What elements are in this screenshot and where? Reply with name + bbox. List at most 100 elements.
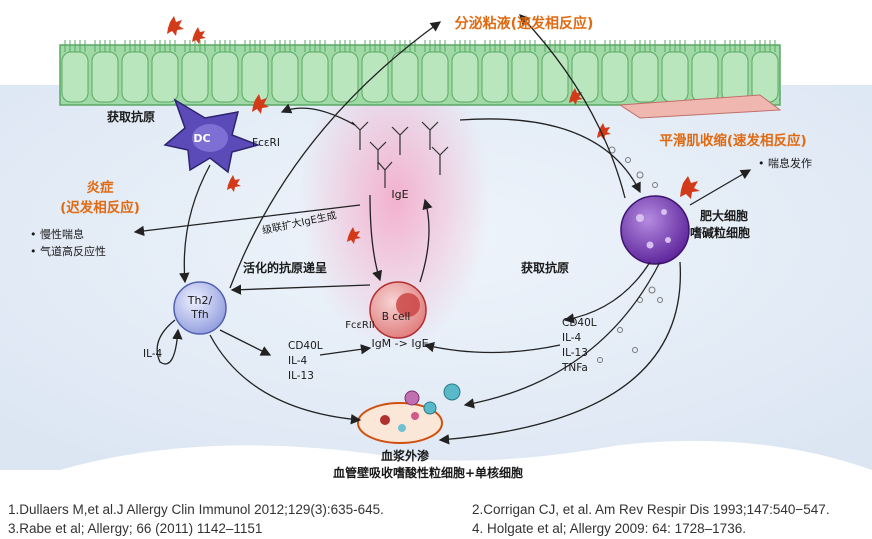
epithelial-cell <box>391 51 419 103</box>
epithelial-cell <box>211 51 239 103</box>
bullet-asthma-attack: • 喘息发作 <box>758 156 812 170</box>
plasma-leak-label: 血浆外渗 <box>381 448 430 463</box>
reference-4: 4. Holgate et al; Allergy 2009: 64: 1728… <box>472 521 746 536</box>
get-antigen-top: 获取抗原 <box>106 109 155 124</box>
th2-cell <box>173 281 227 335</box>
epithelial-cell <box>511 51 539 103</box>
epithelial-cell <box>541 51 569 103</box>
arrow-to-inflammation <box>133 204 361 237</box>
activated-presentation-label: 活化的抗原递呈 <box>243 260 327 275</box>
dc-label: DC <box>193 132 210 145</box>
secretion-label: 分泌粘液(速发相反应) <box>455 15 594 32</box>
epithelial-cell <box>61 51 89 103</box>
cilia <box>424 40 446 52</box>
cilia <box>604 40 626 52</box>
bullet-airway-hyper: • 气道高反应性 <box>30 244 106 258</box>
epithelium <box>59 40 782 119</box>
th2-label-2: Tfh <box>190 308 209 321</box>
cilia <box>634 40 656 52</box>
cilia <box>124 40 146 52</box>
epithelial-cell <box>721 51 749 103</box>
arrow-th2-to-secretion <box>229 21 442 289</box>
cyto-right-1: IL-4 <box>562 332 582 344</box>
vessel-absorb-label: 血管壁吸收嗜酸性粒细胞+单核细胞 <box>333 465 523 480</box>
cilia <box>394 40 416 52</box>
reference-2: 2.Corrigan CJ, et al. Am Rev Respir Dis … <box>472 502 830 517</box>
epithelial-cell <box>751 51 779 103</box>
epithelial-cell <box>601 51 629 103</box>
reference-3: 3.Rabe et al; Allergy; 66 (2011) 1142–11… <box>8 521 263 536</box>
mast-cell-label-1: 肥大细胞 <box>700 208 748 223</box>
igm-ige-label: IgM -> IgE <box>371 337 428 350</box>
arrow-il4-loop <box>156 319 183 365</box>
cilia <box>64 40 86 52</box>
arrow-ige-to-dc <box>280 103 356 126</box>
epithelial-cell <box>451 51 479 103</box>
cilia <box>364 40 386 52</box>
cilia <box>334 40 356 52</box>
arrow-ige-to-mast <box>459 118 641 194</box>
cilia <box>544 40 566 52</box>
b-cell <box>369 281 427 339</box>
arrow-bcell-to-th2 <box>230 284 371 295</box>
cilia <box>184 40 206 52</box>
arrow-mast-to-asthma <box>689 169 752 206</box>
smooth-muscle <box>618 94 782 119</box>
cilia <box>574 40 596 52</box>
epithelial-cell <box>661 51 689 103</box>
arrow-mast-to-secretion <box>519 14 626 199</box>
cilia <box>484 40 506 52</box>
allergen-particles <box>167 16 700 244</box>
arrow-dc-to-th2 <box>179 164 211 284</box>
smooth-muscle-label: 平滑肌收缩(速发相反应) <box>659 132 806 149</box>
cilia <box>244 40 266 52</box>
arrow-bcell-to-ige <box>419 198 433 283</box>
epithelial-cell <box>181 51 209 103</box>
arrow-mast-to-vessel <box>463 261 661 409</box>
references: 1.Dullaers M,et al.J Allergy Clin Immuno… <box>0 494 872 539</box>
arrow-rightcyto-to-bcell <box>423 341 561 354</box>
cyto-right-2: IL-13 <box>562 347 588 359</box>
cilia <box>514 40 536 52</box>
inflammation-title: 炎症 <box>87 179 114 196</box>
mast-cell <box>620 195 690 265</box>
cilia <box>454 40 476 52</box>
cilia <box>754 40 776 52</box>
epithelial-cell <box>91 51 119 103</box>
reference-1: 1.Dullaers M,et al.J Allergy Clin Immuno… <box>8 502 384 517</box>
epithelial-cell <box>301 51 329 103</box>
il4-left-label: IL-4 <box>143 348 163 360</box>
epithelial-cell <box>421 51 449 103</box>
cilia <box>214 40 236 52</box>
ige-antibodies <box>351 121 449 188</box>
cyto-left-0: CD40L <box>288 340 323 352</box>
epithelial-cell <box>631 51 659 103</box>
epithelial-cell <box>151 51 179 103</box>
b-cell-label: B cell <box>382 311 411 323</box>
arrow-mast-to-rightcyto <box>563 261 651 324</box>
cyto-left-2: IL-13 <box>288 370 314 382</box>
get-antigen-mid: 获取抗原 <box>520 260 569 275</box>
pink-glow <box>300 50 490 350</box>
cilia <box>724 40 746 52</box>
cyto-left-1: IL-4 <box>288 355 308 367</box>
arrow-th2-to-cytokines <box>219 329 272 356</box>
epithelial-cell <box>271 51 299 103</box>
cyto-right-0: CD40L <box>562 317 597 329</box>
epithelial-cell <box>241 51 269 103</box>
arrows <box>133 14 752 445</box>
ige-label: IgE <box>391 188 408 201</box>
arrow-cytokines-to-bcell <box>319 344 372 356</box>
dc-cell <box>163 98 261 174</box>
epithelial-cell <box>121 51 149 103</box>
cilia <box>664 40 686 52</box>
released-granules <box>597 146 663 363</box>
mast-cell-label-2: 嗜碱粒细胞 <box>690 225 750 240</box>
fceRII-label: FcεRII <box>345 320 375 331</box>
arrow-ige-to-bcell <box>369 194 383 282</box>
fceri-label: FcεRI <box>252 137 280 149</box>
cilia <box>304 40 326 52</box>
cilia <box>694 40 716 52</box>
